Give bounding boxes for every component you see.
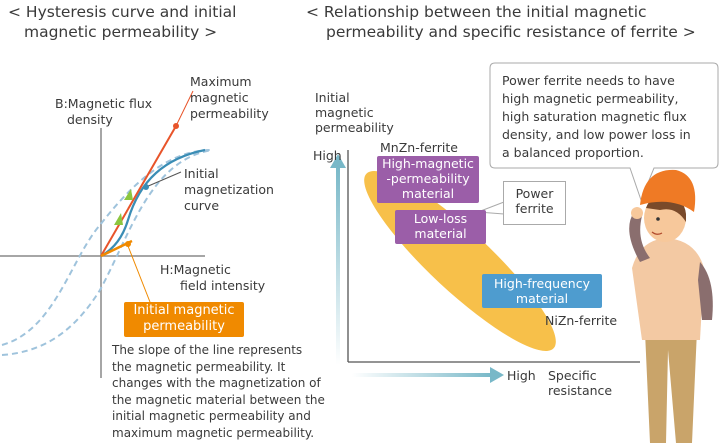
hand	[631, 207, 643, 219]
high-perm-line2: -permeability	[386, 171, 470, 186]
x-gradient-arrow-head	[490, 367, 504, 383]
description: The slope of the line represents the mag…	[112, 342, 342, 441]
description-line: maximum magnetic permeability.	[112, 425, 315, 440]
init-curve-label-3: curve	[184, 198, 220, 213]
leader-init-perm	[127, 245, 151, 303]
description-line: initial magnetic permeability and	[112, 409, 311, 423]
green-arrow-1	[114, 213, 123, 225]
speech-line: a balanced proportion.	[502, 145, 644, 160]
high-permeability-box: High-magnetic -permeability material	[377, 156, 479, 203]
speech-line: density, and low power loss in	[502, 127, 691, 142]
init-perm-box-line1: Initial magnetic	[133, 303, 235, 318]
helmet	[640, 169, 696, 212]
power-ferrite-line2: ferrite	[515, 201, 554, 216]
description-line: the magnetic material between the	[112, 392, 325, 407]
low-loss-line1: Low-loss	[413, 211, 468, 226]
green-arrow-2	[124, 189, 133, 200]
max-perm-label-1: Maximum	[190, 74, 252, 89]
right-title-line2: permeability and specific resistance of …	[326, 23, 696, 41]
high-freq-line2: material	[515, 291, 569, 306]
description-line: The slope of the line represents	[112, 343, 303, 357]
x-gradient-arrow-shaft	[352, 373, 492, 377]
x-axis-high: High	[507, 368, 536, 383]
low-loss-box: Low-loss material	[395, 210, 486, 244]
left-title-line2: magnetic permeability >	[24, 23, 218, 41]
speech-line: high magnetic permeability,	[502, 91, 679, 106]
legs	[645, 330, 697, 443]
max-perm-label-3: permeability	[190, 106, 269, 121]
nizn-label: NiZn-ferrite	[545, 313, 618, 328]
high-perm-line3: material	[401, 186, 455, 201]
mnzn-label: MnZn-ferrite	[380, 140, 458, 155]
dot-init-curve	[143, 184, 149, 190]
power-ferrite-line1: Power	[515, 186, 554, 201]
y-gradient-arrow-shaft	[336, 165, 340, 365]
character-illustration	[629, 169, 713, 443]
leader-init-curve	[145, 171, 182, 188]
speech-line: high saturation magnetic flux	[502, 109, 687, 124]
high-perm-line1: High-magnetic	[382, 156, 474, 171]
description-line: changes with the magnetization of	[112, 376, 321, 390]
dot-init-perm	[125, 241, 131, 247]
right-arm	[698, 262, 713, 320]
mouth	[651, 231, 663, 235]
b-axis-label-2: density	[67, 112, 113, 127]
description-line: the magnetic permeability. It	[112, 359, 286, 374]
speech-line: Power ferrite needs to have	[502, 73, 675, 88]
y-gradient-arrow-head	[330, 154, 346, 168]
hysteresis-loop-lower	[1, 149, 213, 356]
init-curve-label-1: Initial	[184, 166, 219, 181]
high-frequency-box: High-frequency material	[482, 274, 602, 308]
high-freq-line1: High-frequency	[494, 276, 590, 291]
body-shirt	[632, 238, 704, 340]
power-ferrite-box: Power ferrite	[503, 181, 566, 225]
dot-max	[173, 123, 179, 129]
max-permeability-line	[100, 125, 177, 257]
x-axis-label-2: resistance	[548, 383, 613, 398]
y-axis-label-2: magnetic	[315, 105, 374, 120]
eye	[656, 217, 660, 221]
y-axis-high: High	[313, 148, 342, 163]
h-axis-label-1: H:Magnetic	[160, 262, 231, 277]
low-loss-line2: material	[414, 226, 467, 241]
init-perm-box-line2: permeability	[143, 319, 225, 334]
left-arm-raised	[629, 212, 650, 262]
leader-max	[175, 90, 194, 127]
b-axis-label-1: B:Magnetic flux	[55, 96, 153, 111]
y-axis-label-1: Initial	[315, 90, 350, 105]
right-title-line1: < Relationship between the initial magne…	[306, 3, 647, 21]
left-title-line1: < Hysteresis curve and initial	[8, 3, 237, 21]
initial-permeability-box: Initial magnetic permeability	[124, 302, 244, 337]
x-axis-label-1: Specific	[548, 368, 597, 383]
max-perm-label-2: magnetic	[190, 90, 249, 105]
h-axis-label-2: field intensity	[180, 278, 266, 293]
initial-magnetization-curve	[100, 148, 206, 257]
y-axis-label-3: permeability	[315, 120, 394, 135]
init-curve-label-2: magnetization	[184, 182, 274, 197]
speech-text: Power ferrite needs to have high magneti…	[502, 72, 716, 162]
